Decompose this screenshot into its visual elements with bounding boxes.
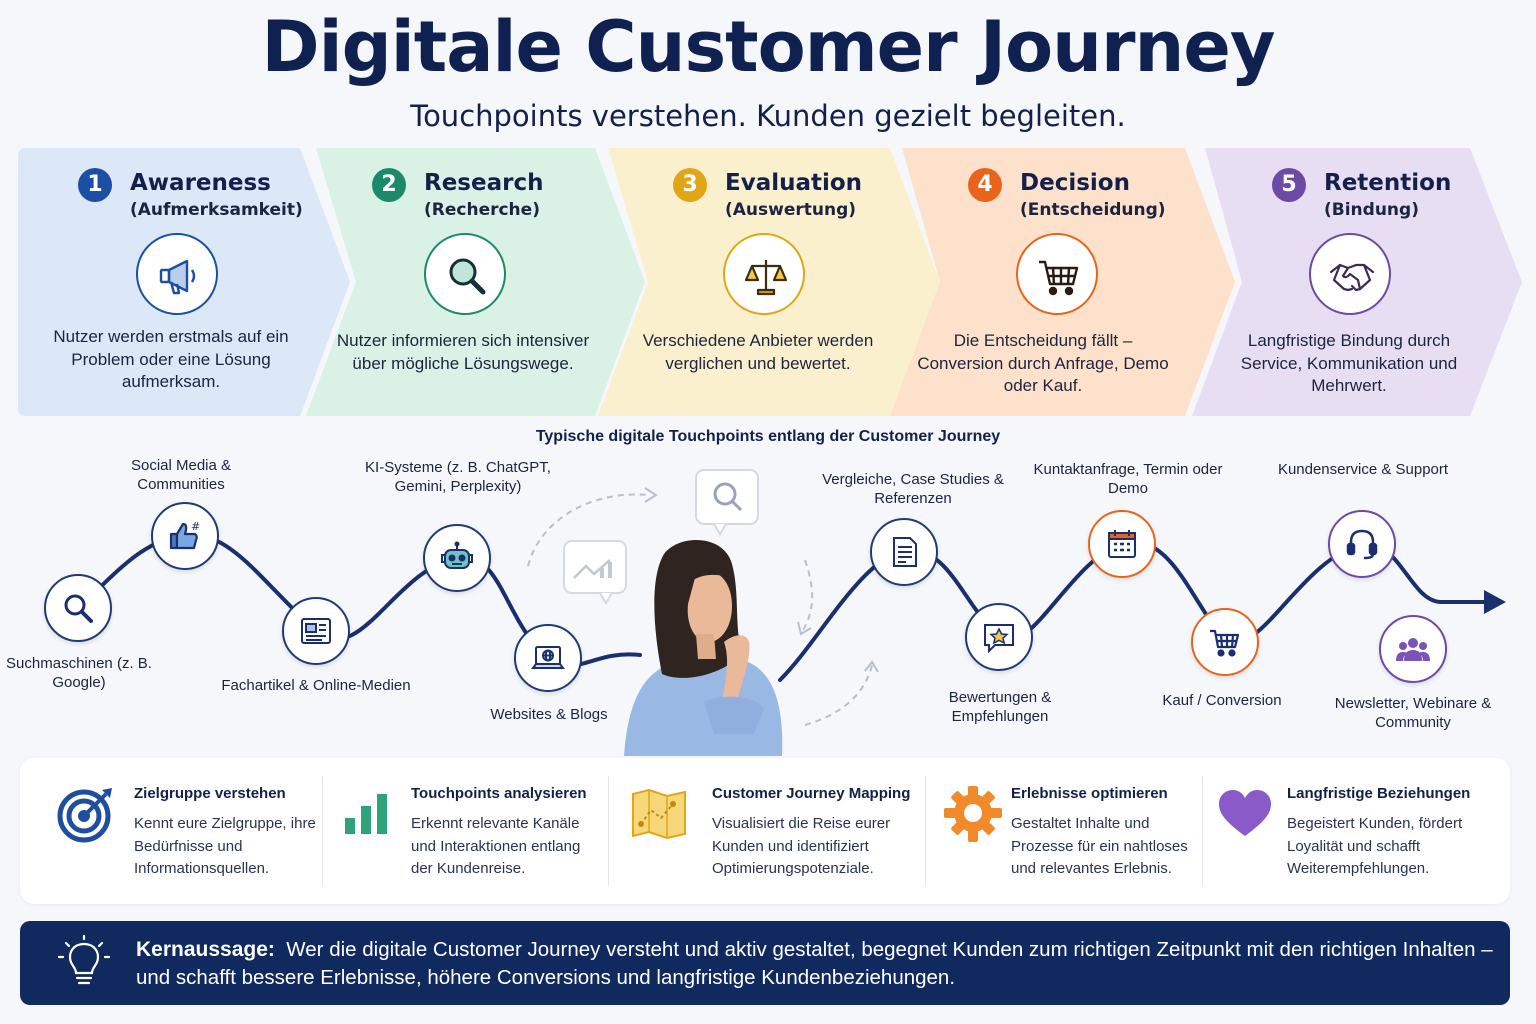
feature-5-description: Begeistert Kunden, fördert Loyalität und…: [1287, 815, 1463, 877]
map-icon: [632, 788, 686, 840]
star-review-icon: [965, 603, 1033, 671]
touchpoint-label-4: KI-Systeme (z. B. ChatGPT, Gemini, Perpl…: [365, 459, 551, 495]
stage-1-header: 1 Awareness (Aufmerksamkeit): [78, 168, 303, 222]
robot-icon: [423, 524, 491, 592]
stage-4-description: Die Entscheidung fällt – Conversion durc…: [917, 331, 1169, 395]
feature-2-title: Touchpoints analysieren: [411, 785, 587, 802]
touchpoint-label-2: Social Media & Communities: [130, 457, 232, 493]
stage-1-description: Nutzer werden erstmals auf ein Problem o…: [53, 327, 289, 391]
stage-2-sub: (Recherche): [424, 200, 540, 220]
feature-1-description: Kennt eure Zielgruppe, ihre Bedürfnisse …: [134, 815, 316, 877]
stage-4-sub: (Entscheidung): [1020, 200, 1166, 220]
touchpoint-label-11: Newsletter, Webinare & Community: [1334, 695, 1492, 731]
community-icon: [1379, 615, 1447, 683]
feature-4-title: Erlebnisse optimieren: [1011, 785, 1168, 802]
feature-3-title: Customer Journey Mapping: [712, 785, 911, 802]
newspaper-icon: [282, 597, 350, 665]
stage-4-number: 4: [968, 168, 1002, 202]
social-like-icon: #: [151, 502, 219, 570]
stage-2-number: 2: [372, 168, 406, 202]
stage-1-name: Awareness: [130, 170, 271, 196]
stage-5-description: Langfristige Bindung durch Service, Komm…: [1240, 331, 1458, 395]
touchpoint-label-5: Websites & Blogs: [490, 706, 608, 723]
calendar-icon: [1088, 510, 1156, 578]
cart-icon: [1191, 608, 1259, 676]
stage-3-description: Verschiedene Anbieter werden verglichen …: [642, 331, 874, 373]
bar-chart-icon: [345, 794, 387, 834]
heart-icon: [1219, 790, 1271, 836]
search-icon: [44, 574, 112, 642]
touchpoint-label-7: Bewertungen & Empfehlungen: [948, 689, 1052, 725]
feature-3: Customer Journey Mapping Visualisiert di…: [609, 758, 925, 904]
stage-5-number: 5: [1272, 168, 1306, 202]
feature-1: Zielgruppe verstehen Kennt eure Zielgrup…: [20, 758, 322, 904]
laptop-globe-icon: [514, 624, 582, 692]
stage-5-sub: (Bindung): [1324, 200, 1419, 220]
lightbulb-icon: [57, 935, 111, 985]
stage-4-header: 4 Decision (Entscheidung): [968, 168, 1166, 222]
key-message-body: Wer die digitale Customer Journey verste…: [136, 938, 1493, 989]
stage-1-sub: (Aufmerksamkeit): [130, 200, 303, 220]
feature-2-description: Erkennt relevante Kanäle und Interaktion…: [411, 815, 581, 877]
feature-divider: [322, 776, 323, 886]
stage-3-header: 3 Evaluation (Auswertung): [673, 168, 862, 222]
stage-2-name: Research: [424, 170, 544, 196]
document-icon: [870, 518, 938, 586]
touchpoint-label-3: Fachartikel & Online-Medien: [221, 677, 411, 694]
touchpoint-label-8: Kuntaktanfrage, Termin oder Demo: [1033, 461, 1223, 497]
features-panel: Zielgruppe verstehen Kennt eure Zielgrup…: [20, 758, 1510, 904]
headset-icon: [1328, 510, 1396, 578]
feature-5: Langfristige Beziehungen Begeistert Kund…: [1203, 758, 1510, 904]
handshake-icon: [1309, 233, 1391, 315]
gear-icon: [944, 786, 1002, 842]
stage-5-header: 5 Retention (Bindung): [1272, 168, 1451, 222]
touchpoint-label-10: Kundenservice & Support: [1277, 461, 1449, 478]
stage-2-description: Nutzer informieren sich intensiver über …: [336, 331, 590, 373]
stage-2-header: 2 Research (Recherche): [372, 168, 543, 222]
scales-icon: [723, 233, 805, 315]
key-message-label: Kernaussage:: [136, 938, 275, 961]
feature-5-title: Langfristige Beziehungen: [1287, 785, 1471, 802]
feature-divider: [608, 776, 609, 886]
stage-1-number: 1: [78, 168, 112, 202]
stage-4-name: Decision: [1020, 170, 1130, 196]
woman-thinking-illustration: [624, 540, 783, 756]
page-subtitle: Touchpoints verstehen. Kunden gezielt be…: [410, 99, 1126, 133]
feature-divider: [925, 776, 926, 886]
feature-1-title: Zielgruppe verstehen: [134, 785, 286, 802]
megaphone-icon: [136, 233, 218, 315]
feature-divider: [1202, 776, 1203, 886]
cart-icon: [1016, 233, 1098, 315]
feature-3-description: Visualisiert die Reise eurer Kunden und …: [712, 815, 891, 877]
feature-4-description: Gestaltet Inhalte und Prozesse für ein n…: [1011, 815, 1188, 877]
feature-2: Touchpoints analysieren Erkennt relevant…: [323, 758, 608, 904]
touchpoints-title: Typische digitale Touchpoints entlang de…: [535, 428, 1001, 445]
svg-text:#: #: [191, 520, 200, 533]
key-message-banner: Kernaussage: Wer die digitale Customer J…: [20, 921, 1510, 1005]
touchpoint-label-6: Vergleiche, Case Studies & Referenzen: [822, 471, 1004, 507]
stage-3-name: Evaluation: [725, 170, 863, 196]
target-icon: [57, 788, 112, 843]
magnifier-icon: [424, 233, 506, 315]
page-title: Digitale Customer Journey: [261, 6, 1276, 88]
key-message-text: Kernaussage: Wer die digitale Customer J…: [136, 936, 1496, 992]
touchpoint-label-9: Kauf / Conversion: [1162, 692, 1282, 709]
touchpoint-label-1: Suchmaschinen (z. B. Google): [6, 655, 152, 691]
feature-4: Erlebnisse optimieren Gestaltet Inhalte …: [926, 758, 1202, 904]
stage-3-number: 3: [673, 168, 707, 202]
stage-5-name: Retention: [1324, 170, 1452, 196]
stage-3-sub: (Auswertung): [725, 200, 857, 220]
